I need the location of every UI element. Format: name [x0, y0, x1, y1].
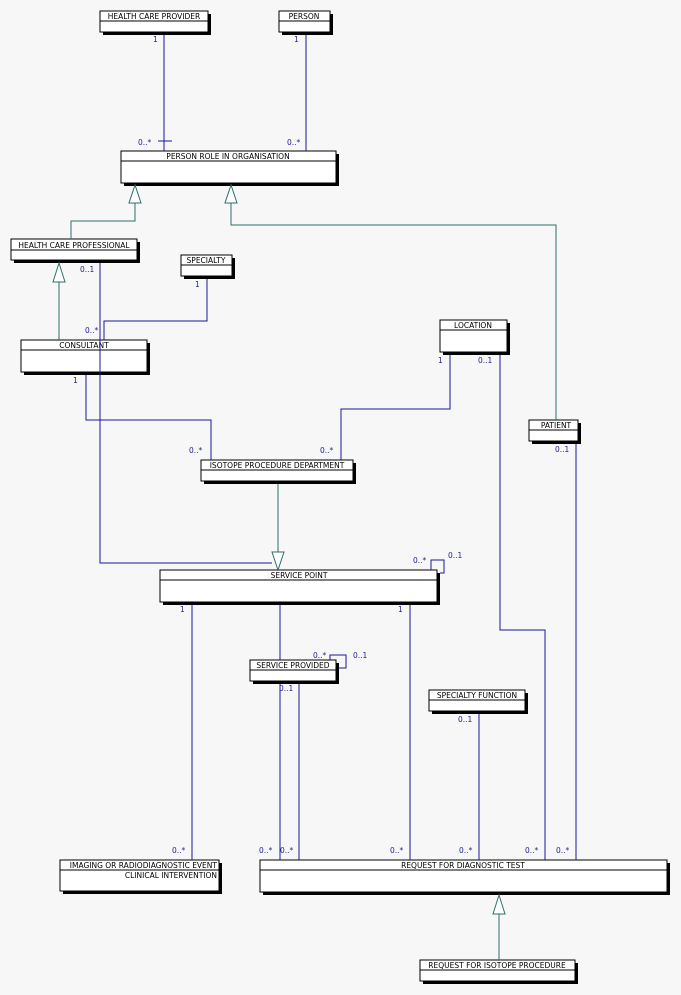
entity-label: PATIENT	[541, 421, 572, 430]
assoc-location-rdt	[499, 355, 546, 860]
mult-label: 1	[153, 35, 158, 44]
mult-label: 0..*	[172, 846, 186, 855]
assoc-hcprof-service-point	[99, 263, 272, 564]
entity-label-line2: CLINICAL INTERVENTION	[125, 871, 217, 880]
mult-label: 0..*	[525, 846, 539, 855]
mult-label: 0..*	[189, 446, 203, 455]
gen-arrowhead	[492, 893, 506, 915]
mult-label: 0..1	[555, 445, 570, 454]
mult-label: 0..1	[458, 715, 473, 724]
mult-label: 0..1	[80, 265, 95, 274]
mult-label: 1	[180, 605, 185, 614]
mult-label: 1	[195, 280, 200, 289]
entity-health-care-professional[interactable]: HEALTH CARE PROFESSIONAL	[10, 238, 140, 263]
mult-label: 0..*	[313, 651, 327, 660]
assoc-consultant-ipd	[85, 375, 212, 460]
mult-label: 0..*	[85, 326, 99, 335]
mult-label: 0..*	[459, 846, 473, 855]
gen-hcprof-to-person-role	[70, 203, 136, 239]
gen-arrowhead	[271, 551, 285, 572]
entity-service-point[interactable]: SERVICE POINT	[159, 569, 440, 605]
gen-arrowhead	[52, 261, 66, 283]
entity-specialty-function[interactable]: SPECIALTY FUNCTION	[428, 689, 528, 714]
entity-label: SPECIALTY FUNCTION	[437, 691, 517, 700]
association-links	[85, 35, 577, 860]
assoc-service-point-self	[430, 559, 445, 574]
entity-label: LOCATION	[454, 321, 492, 330]
mult-label: 0..*	[287, 138, 301, 147]
multiplicity-labels: 1 0..* 1 0..* 0..1 1 0..* 1 0..* 1 0..* …	[73, 35, 570, 855]
gen-arrowhead	[224, 183, 238, 204]
entity-label: REQUEST FOR ISOTOPE PROCEDURE	[428, 961, 566, 970]
mult-label: 0..*	[280, 846, 294, 855]
mult-label: 0..*	[390, 846, 404, 855]
gen-patient-to-person-role	[230, 203, 557, 420]
mult-label: 0..*	[259, 846, 273, 855]
entity-location[interactable]: LOCATION	[439, 319, 510, 355]
entity-label: SERVICE PROVIDED	[256, 661, 329, 670]
entity-label: HEALTH CARE PROVIDER	[108, 12, 201, 21]
entity-isotope-procedure-department[interactable]: ISOTOPE PROCEDURE DEPARTMENT	[200, 459, 356, 484]
entity-health-care-provider[interactable]: HEALTH CARE PROVIDER	[99, 10, 211, 35]
assoc-location-ipd	[340, 355, 451, 460]
entity-label: HEALTH CARE PROFESSIONAL	[18, 241, 130, 250]
entity-person[interactable]: PERSON	[278, 10, 333, 35]
entity-patient[interactable]: PATIENT	[528, 419, 581, 444]
entity-consultant[interactable]: CONSULTANT	[20, 339, 150, 375]
mult-label: 0..*	[138, 138, 152, 147]
mult-label: 0..1	[478, 356, 493, 365]
mult-label: 0..1	[353, 651, 368, 660]
mult-label: 0..1	[448, 551, 463, 560]
entity-label: PERSON	[289, 12, 320, 21]
mult-label: 0..*	[413, 556, 427, 565]
mult-label: 1	[294, 35, 299, 44]
entity-imaging-or-radiodiagnostic-event[interactable]: IMAGING OR RADIODIAGNOSTIC EVENT CLINICA…	[59, 859, 222, 894]
mult-label: 1	[438, 356, 443, 365]
assoc-specialty-consultant	[103, 279, 208, 340]
mult-label: 0..*	[556, 846, 570, 855]
entity-request-for-diagnostic-test[interactable]: REQUEST FOR DIAGNOSTIC TEST	[259, 859, 670, 895]
entity-label: ISOTOPE PROCEDURE DEPARTMENT	[210, 461, 345, 470]
entity-label: SERVICE POINT	[271, 571, 328, 580]
mult-label: 0..1	[279, 684, 294, 693]
mult-label: 1	[73, 376, 78, 385]
entity-label: PERSON ROLE IN ORGANISATION	[166, 152, 289, 161]
assoc-service-provided-self	[329, 654, 347, 669]
entity-service-provided[interactable]: SERVICE PROVIDED	[249, 659, 339, 684]
generalisation-links	[52, 183, 557, 960]
entity-label: REQUEST FOR DIAGNOSTIC TEST	[401, 861, 525, 870]
entity-label: SPECIALTY	[187, 256, 226, 265]
entity-person-role-in-organisation[interactable]: PERSON ROLE IN ORGANISATION	[120, 150, 339, 186]
entity-label: IMAGING OR RADIODIAGNOSTIC EVENT	[70, 861, 218, 870]
entity-request-for-isotope-procedure[interactable]: REQUEST FOR ISOTOPE PROCEDURE	[419, 959, 578, 984]
mult-label: 0..*	[320, 446, 334, 455]
entity-specialty[interactable]: SPECIALTY	[180, 254, 235, 279]
entity-label: CONSULTANT	[59, 341, 109, 350]
mult-label: 1	[398, 605, 403, 614]
gen-arrowhead	[128, 183, 142, 204]
